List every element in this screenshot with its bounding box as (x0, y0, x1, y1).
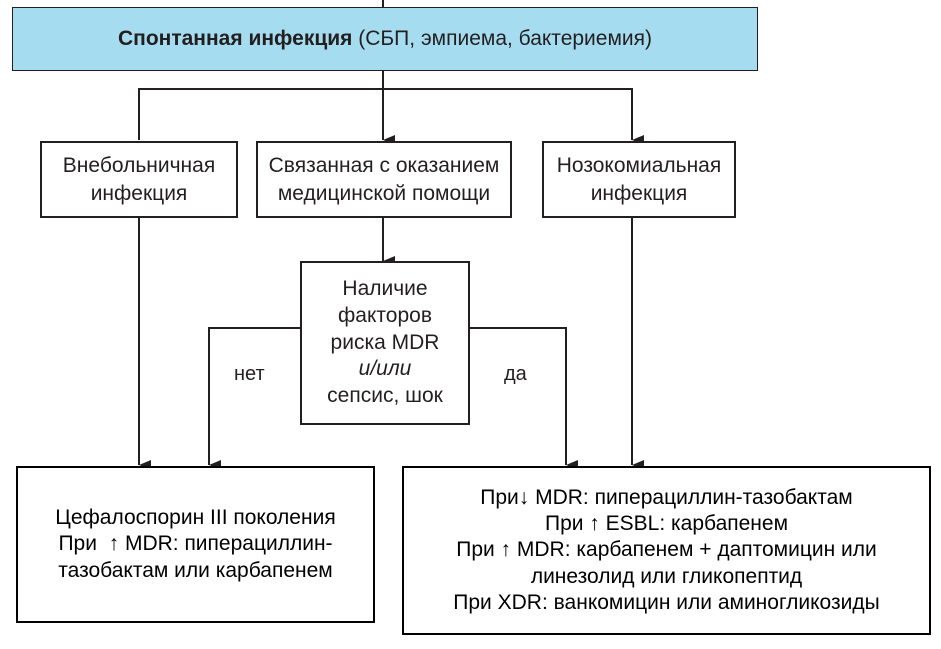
branch-label-yes: да (504, 363, 527, 385)
treatment-line: При XDR: ванкомицин или аминогликозиды (453, 590, 880, 614)
mdr-risk-decision-box: Наличие факторов риска MDR и/или сепсис,… (300, 261, 470, 425)
treatment-line: тазобактам или карбапенем (58, 558, 333, 582)
category-line: инфекция (90, 181, 188, 205)
community-acquired-box: Внебольничная инфекция (40, 141, 238, 218)
branch-label-no: нет (234, 363, 265, 385)
decision-line: и/или (358, 357, 412, 381)
treatment-line: При ↑ MDR: пиперациллин- (58, 532, 333, 556)
decision-line: риска MDR (330, 330, 440, 354)
arrow-decision-yes (469, 327, 578, 470)
treatment-line: При ↑ ESBL: карбапенем (544, 512, 789, 536)
arrow-decision-no (208, 327, 301, 470)
category-line: медицинской помощи (277, 181, 491, 205)
treatment-line: линезолид или гликопептид (530, 564, 803, 588)
right-treatment-box: При↓ MDR: пиперациллин-тазобактам При ↑ … (402, 466, 931, 635)
decision-line: Наличие (342, 276, 428, 300)
decision-line: факторов (338, 303, 432, 327)
left-treatment-box: Цефалоспорин III поколения При ↑ MDR: пи… (16, 466, 375, 623)
category-line: Внебольничная (62, 154, 216, 178)
top-title-bold: Спонтанная инфекция (117, 27, 353, 51)
arrow-top-split (138, 88, 644, 145)
nosocomial-box: Нозокомиальная инфекция (542, 141, 736, 218)
treatment-line: При ↑ MDR: карбапенем + даптомицин или (456, 538, 877, 562)
category-line: Нозокомиальная (556, 154, 722, 178)
category-line: инфекция (590, 181, 688, 205)
category-line: Связанная с оказанием (268, 154, 500, 178)
top-title-rest: (СБП, эмпиема, бактериемия) (352, 27, 652, 51)
treatment-line: Цефалоспорин III поколения (55, 506, 336, 530)
healthcare-associated-box: Связанная с оказанием медицинской помощи (256, 141, 512, 218)
spontaneous-infection-box: Спонтанная инфекция (СБП, эмпиема, бакте… (12, 7, 758, 71)
decision-line: сепсис, шок (327, 384, 443, 408)
treatment-line: При↓ MDR: пиперациллин-тазобактам (480, 486, 853, 510)
